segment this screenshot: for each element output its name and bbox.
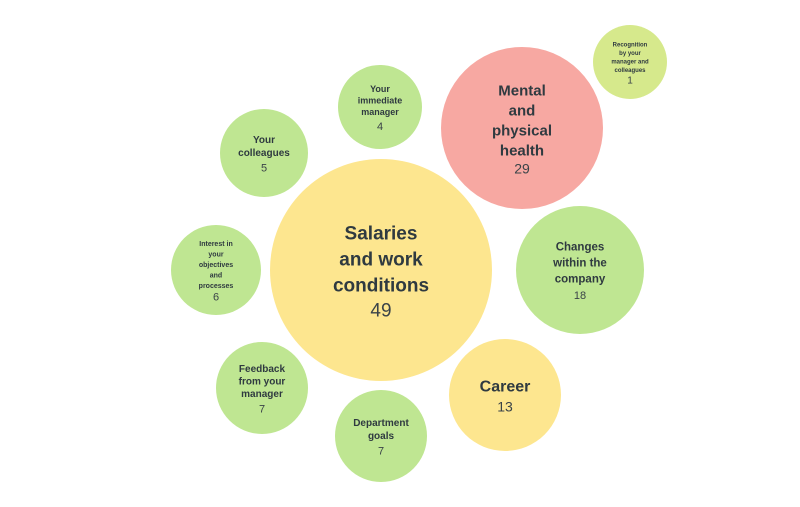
bubble-label: Mental and physical health — [492, 82, 552, 159]
bubble-value: 7 — [378, 446, 384, 458]
bubble-circle — [338, 65, 422, 149]
bubble-value: 6 — [213, 292, 219, 304]
bubble-salaries-and-work-conditions: Salaries and work conditions 49 — [270, 159, 492, 381]
bubble-label-line: objectives — [199, 262, 233, 269]
bubble-circle — [335, 390, 427, 482]
bubble-value: 29 — [514, 160, 530, 176]
bubble-label: Career — [480, 379, 531, 396]
bubble-circle — [270, 159, 492, 381]
bubble-label-line: health — [500, 142, 544, 159]
bubble-interest-in-your-objectives-and-processes: Interest in your objectives and processes 6 — [171, 225, 261, 315]
bubble-label: Department goals — [353, 418, 409, 442]
bubble-label-line: your — [208, 251, 223, 258]
bubble-circle — [171, 225, 261, 315]
bubble-label-line: and — [509, 102, 536, 119]
bubble-department-goals: Department goals 7 — [335, 390, 427, 482]
bubble-label-line: colleagues — [614, 68, 646, 74]
bubble-circle — [593, 25, 667, 99]
bubble-label-line: Mental — [498, 82, 546, 99]
bubble-label-line: Salaries — [345, 224, 418, 245]
bubble-changes-within-the-company: Changes within the company 18 — [516, 206, 644, 334]
bubble-label-line: and — [210, 272, 222, 279]
bubble-label-line: and work — [339, 250, 423, 271]
bubble-label-line: goals — [368, 431, 395, 442]
bubble-label-line: by your — [619, 51, 641, 57]
bubble-label: Your colleagues — [238, 135, 290, 159]
bubble-label: Interest in your objectives and processes — [199, 241, 234, 290]
bubble-value: 5 — [261, 163, 267, 175]
bubble-circle — [516, 206, 644, 334]
bubble-label-line: Department — [353, 418, 409, 429]
bubble-label: Recognition by your manager and colleagues — [611, 42, 649, 73]
bubble-value: 18 — [574, 290, 586, 302]
bubble-label-line: Your — [253, 135, 275, 146]
bubble-label-line: Feedback — [239, 364, 286, 375]
bubble-label-line: within the — [552, 258, 607, 270]
bubble-circle — [220, 109, 308, 197]
bubble-label-line: immediate — [358, 96, 403, 106]
bubble-value: 49 — [370, 301, 391, 322]
bubble-circle — [441, 47, 603, 209]
bubble-label-line: processes — [199, 283, 234, 290]
bubble-label-line: Interest in — [199, 241, 232, 248]
bubble-value: 13 — [497, 399, 513, 415]
bubble-label-line: manager and — [611, 59, 649, 65]
bubble-value: 1 — [627, 75, 633, 86]
bubble-label-line: manager — [241, 389, 283, 400]
bubble-label: Salaries and work conditions — [333, 224, 429, 297]
bubble-label-line: Changes — [556, 242, 605, 254]
bubble-label-line: colleagues — [238, 148, 290, 159]
bubble-circle — [216, 342, 308, 434]
bubble-label-line: Career — [480, 379, 531, 396]
bubble-value: 4 — [377, 121, 383, 133]
bubble-your-colleagues: Your colleagues 5 — [220, 109, 308, 197]
bubble-value: 7 — [259, 404, 265, 416]
bubble-label-line: from your — [239, 377, 286, 388]
bubble-circle — [449, 339, 561, 451]
bubble-label-line: physical — [492, 122, 552, 139]
bubble-label-line: Recognition — [613, 42, 648, 48]
bubble-label-line: conditions — [333, 276, 429, 297]
bubble-label-line: Your — [370, 84, 390, 94]
bubble-label-line: manager — [361, 107, 399, 117]
bubble-label-line: company — [555, 274, 606, 286]
bubble-label: Changes within the company — [552, 242, 607, 286]
bubble-career: Career 13 — [449, 339, 561, 451]
